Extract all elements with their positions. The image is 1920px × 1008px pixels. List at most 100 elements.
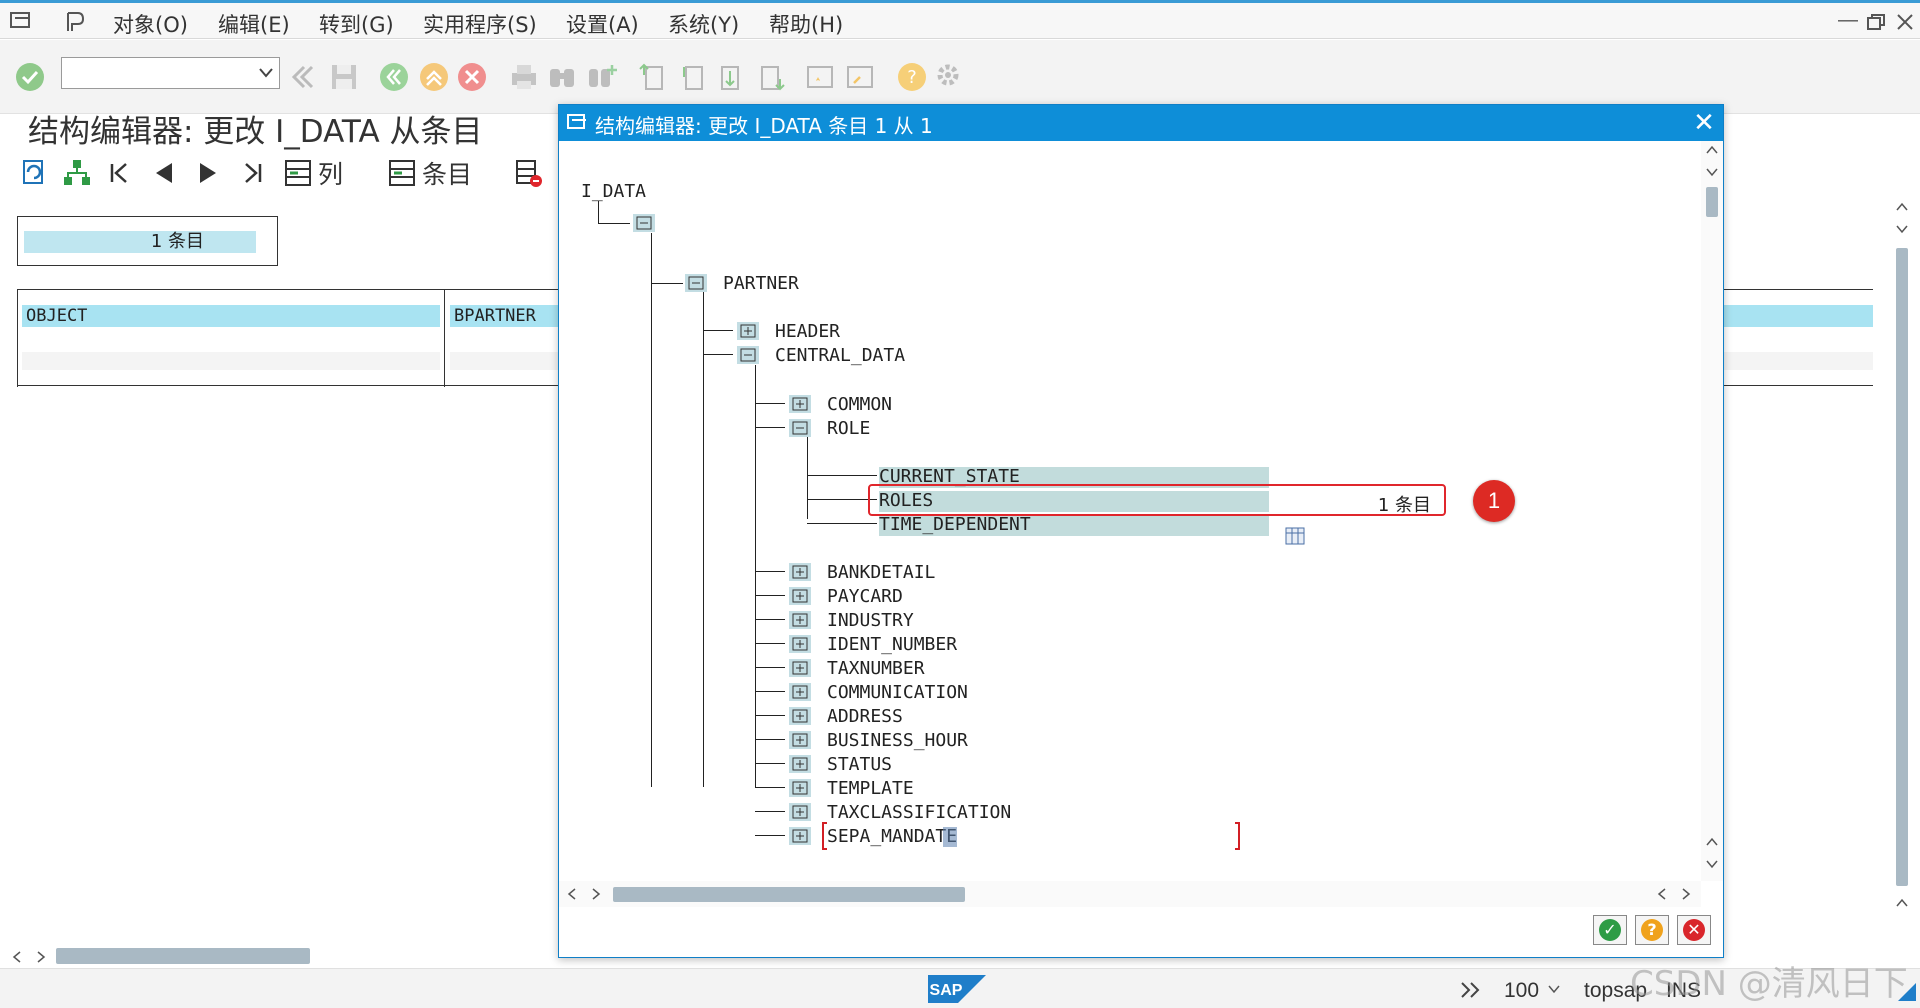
dialog-horizontal-scrollbar[interactable] [559,881,1701,907]
folder-closed-icon[interactable] [789,611,811,629]
close-window-icon[interactable] [1896,13,1914,31]
previous-entry-icon[interactable] [152,156,176,190]
app-menu-icon[interactable] [10,11,34,31]
help-icon[interactable]: ? [896,60,928,94]
folder-closed-icon[interactable] [789,587,811,605]
tree-node-current-state[interactable]: CURRENT_STATE [879,466,1020,487]
zoom-level[interactable]: 100 [1504,979,1540,1002]
command-field[interactable] [61,57,280,89]
scroll-thumb[interactable] [613,887,965,902]
tree-node-paycard[interactable]: PAYCARD [827,586,903,607]
tree-node-time-dependent[interactable]: TIME_DEPENDENT [879,514,1031,535]
folder-closed-icon[interactable] [737,322,759,340]
tree-node-common[interactable]: COMMON [827,394,893,415]
tree-node-roles[interactable]: ROLES [879,490,934,511]
customize-layout-icon[interactable] [934,60,966,94]
double-chevron-icon[interactable] [1460,981,1482,999]
tree-node-role[interactable]: ROLE [827,418,871,439]
table-cell[interactable] [1724,352,1873,370]
confirm-button[interactable]: ✓ [1593,915,1627,945]
columns-button[interactable]: 列 [284,156,343,190]
tree-node-taxclassification[interactable]: TAXCLASSIFICATION [827,802,1012,823]
help-button[interactable]: ? [1635,915,1669,945]
tree-node-sepa-mandate[interactable]: SEPA_MANDATE [827,826,958,847]
tree-node-bankdetail[interactable]: BANKDETAIL [827,562,936,583]
tree-node-header[interactable]: HEADER [775,321,841,342]
minimize-icon[interactable]: — [1838,9,1858,31]
column-header-object[interactable]: OBJECT [22,305,440,327]
menu-system[interactable]: 系统(Y) [668,13,740,37]
create-session-icon[interactable] [804,60,836,94]
refresh-icon[interactable] [20,156,50,190]
print-icon[interactable] [508,60,540,94]
folder-open-icon[interactable] [789,419,811,437]
folder-closed-icon[interactable] [789,827,811,845]
last-page-icon[interactable] [756,60,788,94]
folder-closed-icon[interactable] [789,659,811,677]
scroll-thumb[interactable] [1896,248,1908,886]
restore-icon[interactable] [1866,13,1886,31]
scroll-up-icon[interactable] [1896,202,1908,212]
previous-page-icon[interactable] [676,60,708,94]
find-next-icon[interactable] [586,60,618,94]
folder-closed-icon[interactable] [789,731,811,749]
folder-closed-icon[interactable] [789,683,811,701]
scroll-thumb[interactable] [1706,187,1718,217]
folder-closed-icon[interactable] [789,803,811,821]
scroll-down-icon[interactable] [1896,224,1908,234]
folder-closed-icon[interactable] [789,779,811,797]
scroll-thumb[interactable] [56,948,310,964]
folder-closed-icon[interactable] [789,635,811,653]
dialog-menu-icon[interactable] [567,113,589,131]
scroll-right-icon[interactable] [1681,888,1691,900]
collapse-left-icon[interactable] [286,60,318,94]
delete-entry-icon[interactable] [514,156,544,190]
scroll-left-icon[interactable] [12,951,22,963]
entries-button[interactable]: 条目 [388,156,472,190]
dialog-close-icon[interactable]: ✕ [1693,107,1715,137]
tree-node-partner[interactable]: PARTNER [723,273,799,294]
find-icon[interactable] [546,60,578,94]
folder-closed-icon[interactable] [789,755,811,773]
enter-icon[interactable] [14,60,46,94]
tree-node-template[interactable]: TEMPLATE [827,778,914,799]
folder-closed-icon[interactable] [789,395,811,413]
hierarchy-icon[interactable] [62,156,92,190]
last-entry-icon[interactable] [240,156,264,190]
table-cell[interactable] [22,352,440,370]
tree-node-taxnumber[interactable]: TAXNUMBER [827,658,925,679]
save-icon[interactable] [328,60,360,94]
folder-open-icon[interactable] [685,274,707,292]
tree-node-communication[interactable]: COMMUNICATION [827,682,968,703]
scroll-up-icon[interactable] [1896,898,1908,908]
tree-node-ident-number[interactable]: IDENT_NUMBER [827,634,958,655]
chevron-down-icon[interactable] [1548,985,1560,994]
tree-node-business-hour[interactable]: BUSINESS_HOUR [827,730,968,751]
scroll-up-icon[interactable] [1706,837,1718,847]
tree-node-i-data[interactable]: I_DATA [581,181,647,202]
scroll-right-icon[interactable] [591,888,601,900]
menu-utilities[interactable]: 实用程序(S) [423,13,537,37]
first-entry-icon[interactable] [108,156,132,190]
folder-open-icon[interactable] [737,346,759,364]
table-cell[interactable] [450,352,572,370]
cancel-button[interactable]: ✕ [1677,915,1711,945]
menu-goto[interactable]: 转到(G) [319,13,394,37]
scroll-down-icon[interactable] [1706,167,1718,177]
folder-closed-icon[interactable] [789,707,811,725]
tree-node-industry[interactable]: INDUSTRY [827,610,914,631]
page-vertical-scrollbar[interactable] [1894,200,1910,907]
insert-mode[interactable]: INS [1666,979,1702,1002]
scroll-right-icon[interactable] [36,951,46,963]
scroll-down-icon[interactable] [1706,859,1718,869]
tree-node-status[interactable]: STATUS [827,754,893,775]
scroll-up-icon[interactable] [1706,145,1718,155]
first-page-icon[interactable] [636,60,668,94]
folder-open-icon[interactable] [633,214,655,232]
resize-grip-icon[interactable] [1898,983,1916,1001]
next-page-icon[interactable] [716,60,748,94]
tree-node-address[interactable]: ADDRESS [827,706,903,727]
scroll-left-icon[interactable] [1657,888,1667,900]
next-entry-icon[interactable] [196,156,220,190]
folder-closed-icon[interactable] [789,563,811,581]
